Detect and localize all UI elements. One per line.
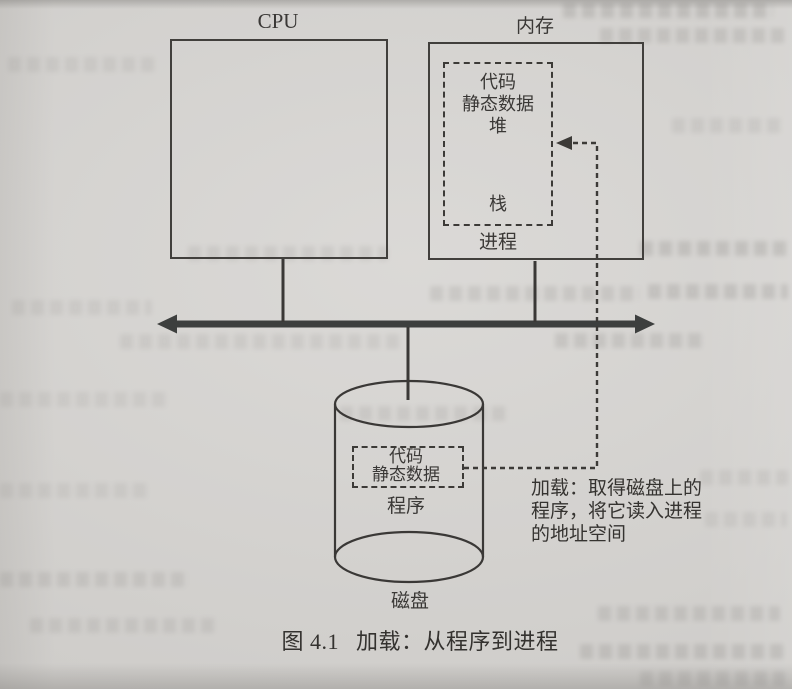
bleedthrough-smudge [700, 470, 788, 485]
bleedthrough-smudge [0, 483, 150, 498]
program-label: 程序 [386, 496, 425, 517]
program-on-disk-box [352, 446, 464, 488]
bleedthrough-smudge [640, 671, 785, 686]
bleedthrough-smudge [600, 28, 785, 43]
loading-annotation: 加载：取得磁盘上的 程序，将它读入进程 的地址空间 [531, 478, 703, 545]
bleedthrough-smudge [648, 284, 788, 299]
bleedthrough-smudge [598, 606, 780, 621]
bleedthrough-smudge [580, 644, 785, 659]
bleedthrough-smudge [563, 3, 773, 18]
process-address-space-box [443, 62, 553, 226]
bus-right-arrowhead-icon [635, 314, 655, 334]
figure-number: 图 4.1 [281, 629, 339, 654]
cpu-box [170, 39, 388, 259]
figure-caption: 图 4.1 加载：从程序到进程 [195, 624, 645, 656]
disk-cylinder-bottom [333, 530, 485, 584]
bleedthrough-smudge [672, 118, 784, 133]
process-code-segment: 代码 [480, 72, 516, 92]
memory-label: 内存 [515, 16, 554, 37]
process-static-data-segment: 静态数据 [462, 94, 534, 114]
memory-box [428, 42, 644, 260]
bleedthrough-smudge [555, 333, 705, 348]
disk-label: 磁盘 [390, 591, 429, 612]
bleedthrough-smudge [30, 618, 215, 633]
bus-left-arrowhead-icon [157, 314, 177, 334]
loading-dashed-path [464, 141, 599, 470]
bleedthrough-smudge [705, 512, 787, 527]
process-stack-segment: 栈 [489, 194, 507, 214]
process-label: 进程 [478, 232, 517, 253]
cpu-label: CPU [257, 9, 299, 33]
bleedthrough-smudge [640, 241, 788, 256]
bleedthrough-smudge [8, 57, 158, 72]
figure-title: 加载：从程序到进程 [356, 629, 559, 654]
bleedthrough-smudge [120, 334, 400, 349]
process-heap-segment: 堆 [489, 116, 507, 136]
bleedthrough-smudge [0, 572, 190, 587]
bleedthrough-smudge [0, 392, 170, 407]
bleedthrough-smudge [12, 300, 152, 315]
loading-arrowhead-icon [556, 136, 572, 150]
program-code-line: 代码 [389, 447, 423, 466]
program-static-data-line: 静态数据 [372, 465, 440, 484]
